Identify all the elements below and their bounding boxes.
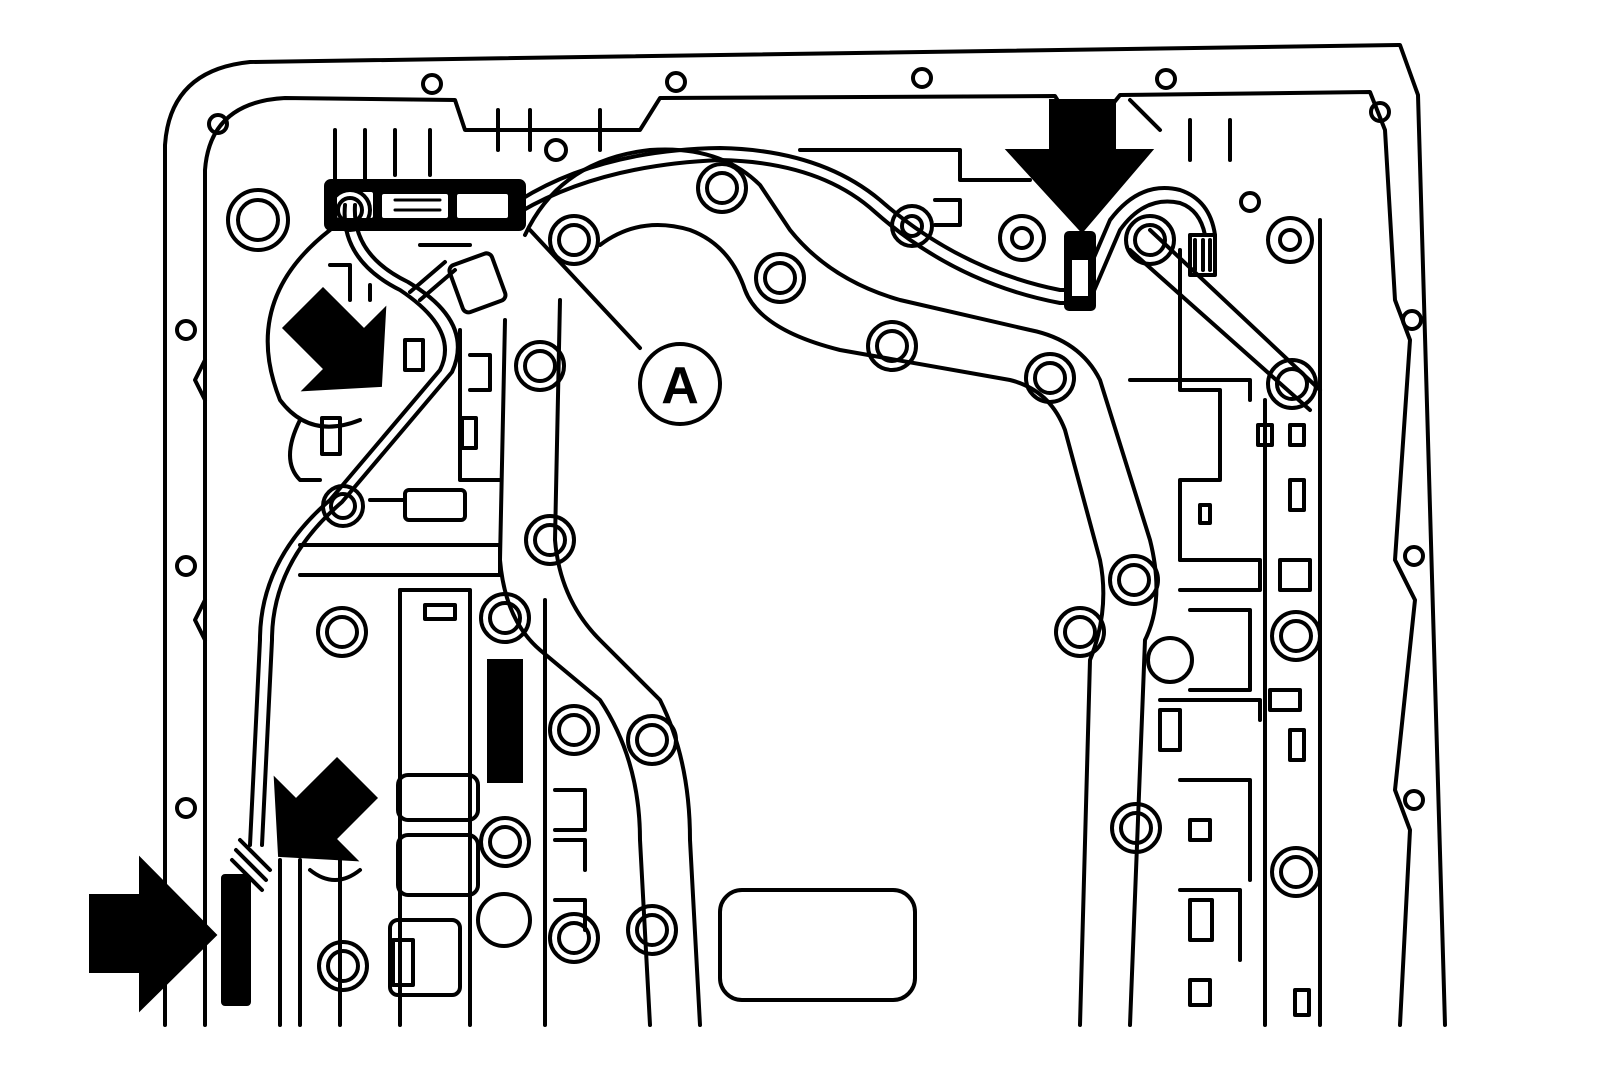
valve-body-plate bbox=[498, 147, 1159, 1027]
bolt bbox=[548, 214, 600, 266]
bolt bbox=[696, 162, 748, 214]
bolt bbox=[1024, 352, 1076, 404]
bolt bbox=[316, 606, 368, 658]
bolt bbox=[890, 204, 934, 248]
bolt bbox=[998, 214, 1046, 262]
bolt bbox=[754, 252, 806, 304]
bolt bbox=[328, 188, 372, 232]
bolt bbox=[548, 704, 600, 756]
plate-window bbox=[718, 888, 917, 1002]
bolt bbox=[524, 514, 576, 566]
arrow-down-icon bbox=[1004, 99, 1155, 234]
bolt bbox=[476, 892, 532, 948]
case-hole bbox=[1155, 68, 1177, 90]
bolt bbox=[1054, 606, 1106, 658]
bolt bbox=[626, 904, 678, 956]
bolt bbox=[514, 340, 566, 392]
harness-connector bbox=[324, 179, 526, 315]
bolt bbox=[1266, 358, 1318, 410]
case-hole bbox=[911, 67, 933, 89]
case-hole bbox=[175, 797, 197, 819]
filter-screen bbox=[487, 659, 523, 783]
bolt bbox=[479, 816, 531, 868]
bolt bbox=[1146, 636, 1194, 684]
bolt bbox=[479, 592, 531, 644]
solenoid-body bbox=[388, 918, 462, 997]
bolt bbox=[1124, 214, 1176, 266]
bolt bbox=[1270, 846, 1322, 898]
right-valve-bores bbox=[1128, 218, 1322, 1027]
bolt bbox=[548, 912, 600, 964]
bolt bbox=[1110, 802, 1162, 854]
left-solenoid-cluster bbox=[226, 188, 502, 522]
bolt bbox=[1266, 216, 1314, 264]
bolt bbox=[321, 484, 365, 528]
left-valve-bores bbox=[298, 543, 587, 1027]
bolt bbox=[866, 320, 918, 372]
indicator-arrows bbox=[89, 99, 1155, 1013]
plug bbox=[226, 188, 290, 252]
wiring-harness bbox=[221, 146, 1217, 1027]
case-hole bbox=[1401, 309, 1423, 331]
valve-body-bolts bbox=[316, 162, 1322, 992]
upper-structures bbox=[333, 98, 1261, 277]
harness-clip-left bbox=[221, 874, 251, 1006]
case-hole bbox=[1403, 789, 1425, 811]
callout-circle bbox=[638, 342, 722, 426]
bolt bbox=[1270, 610, 1322, 662]
case-hole bbox=[421, 73, 443, 95]
case-hole bbox=[1369, 101, 1391, 123]
case-bolt-holes bbox=[175, 67, 1425, 819]
case-hole bbox=[665, 71, 687, 93]
callout-label: A bbox=[661, 357, 699, 415]
bolt bbox=[626, 714, 678, 766]
arrow-down-right-icon bbox=[281, 286, 387, 392]
case-hole bbox=[1403, 545, 1425, 567]
case-hole bbox=[175, 555, 197, 577]
arrow-right-icon bbox=[89, 855, 218, 1013]
case-hole bbox=[175, 319, 197, 341]
case-hole bbox=[207, 113, 229, 135]
connector-pins bbox=[1188, 233, 1217, 277]
bolt bbox=[1108, 554, 1160, 606]
callout-a: A bbox=[528, 228, 722, 426]
bolt bbox=[317, 940, 369, 992]
arrow-down-left-icon bbox=[273, 756, 379, 862]
